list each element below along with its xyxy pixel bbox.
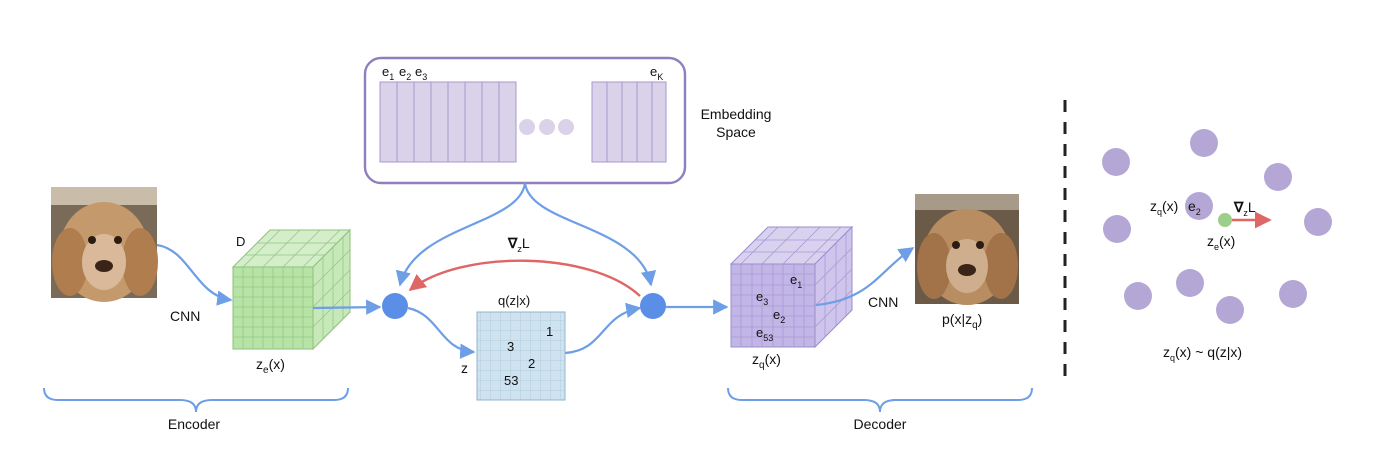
ze-label: ze(x) (256, 356, 285, 376)
codebook-eK-label: eK (650, 64, 663, 82)
codebook-e1-label: e1 (382, 64, 394, 82)
right-zq-label: zq(x) (1150, 198, 1178, 217)
embedding-to-right-node-arrow (523, 182, 657, 287)
input-dog-image (51, 187, 158, 302)
encoder-to-node-arrow (312, 299, 382, 315)
quantize-node-right (640, 293, 666, 319)
embedding-dots (1102, 129, 1332, 324)
codebook-block-right (591, 81, 667, 163)
decoder-label: Decoder (854, 416, 907, 432)
decoder-brace (727, 387, 1033, 413)
z-grid-value-2: 2 (528, 356, 535, 371)
right-gradient-label: ∇zL (1233, 199, 1256, 218)
z-grid-to-node-arrow (564, 302, 642, 355)
gradient-arrow (408, 259, 641, 297)
z-grid-value-53: 53 (504, 373, 518, 388)
gradient-label: ∇zL (507, 235, 530, 254)
embedding-space-label-line1: Embedding (701, 106, 772, 122)
decoder-output-arrow (815, 247, 915, 307)
embedding-dot-e2 (1185, 192, 1213, 220)
embedding-dot (1304, 208, 1332, 236)
decoder-feature-cube (729, 225, 854, 349)
z-grid-value-1: 1 (546, 324, 553, 339)
codebook-e2-label: e2 (399, 64, 411, 82)
z-grid-value-3: 3 (507, 339, 514, 354)
encoder-feature-cube (231, 228, 352, 351)
cnn-encoder-label: CNN (170, 308, 200, 324)
decoder-e2-label: e2 (773, 307, 785, 325)
embedding-dot (1124, 282, 1152, 310)
ze-dot (1218, 213, 1232, 227)
encoder-label: Encoder (168, 416, 220, 432)
zq-label: zq(x) (752, 351, 781, 371)
embedding-dot (1264, 163, 1292, 191)
encoder-brace (43, 387, 349, 413)
embedding-dot (1176, 269, 1204, 297)
embedding-dot (1216, 296, 1244, 324)
quantize-node-left (382, 293, 408, 319)
encoder-input-arrow (156, 243, 233, 306)
embedding-to-left-node-arrow (395, 182, 527, 287)
codebook-e3-label: e3 (415, 64, 427, 82)
node-to-z-grid-arrow (407, 306, 476, 359)
embedding-dot (1279, 280, 1307, 308)
z-label: z (461, 360, 468, 376)
right-e2-label: e2 (1188, 198, 1201, 217)
decoder-e3-label: e3 (756, 289, 768, 307)
decoder-e53-label: e53 (756, 325, 773, 343)
embedding-dot (1103, 215, 1131, 243)
embedding-dot (1102, 148, 1130, 176)
decoder-e1-label: e1 (790, 272, 802, 290)
q-z-given-x-label: q(z|x) (498, 293, 530, 308)
embedding-dot (1190, 129, 1218, 157)
bottom-formula-label: zq(x) ~ q(z|x) (1163, 344, 1242, 363)
codebook-block-left (379, 81, 517, 163)
embedding-space-label-line2: Space (716, 124, 756, 140)
right-ze-label: ze(x) (1207, 233, 1235, 252)
output-prob-label: p(x|zq) (942, 311, 982, 331)
codebook-ellipsis-dots (519, 119, 574, 135)
depth-d-label: D (236, 234, 245, 249)
cnn-decoder-label: CNN (868, 294, 898, 310)
output-dog-image (915, 194, 1019, 305)
